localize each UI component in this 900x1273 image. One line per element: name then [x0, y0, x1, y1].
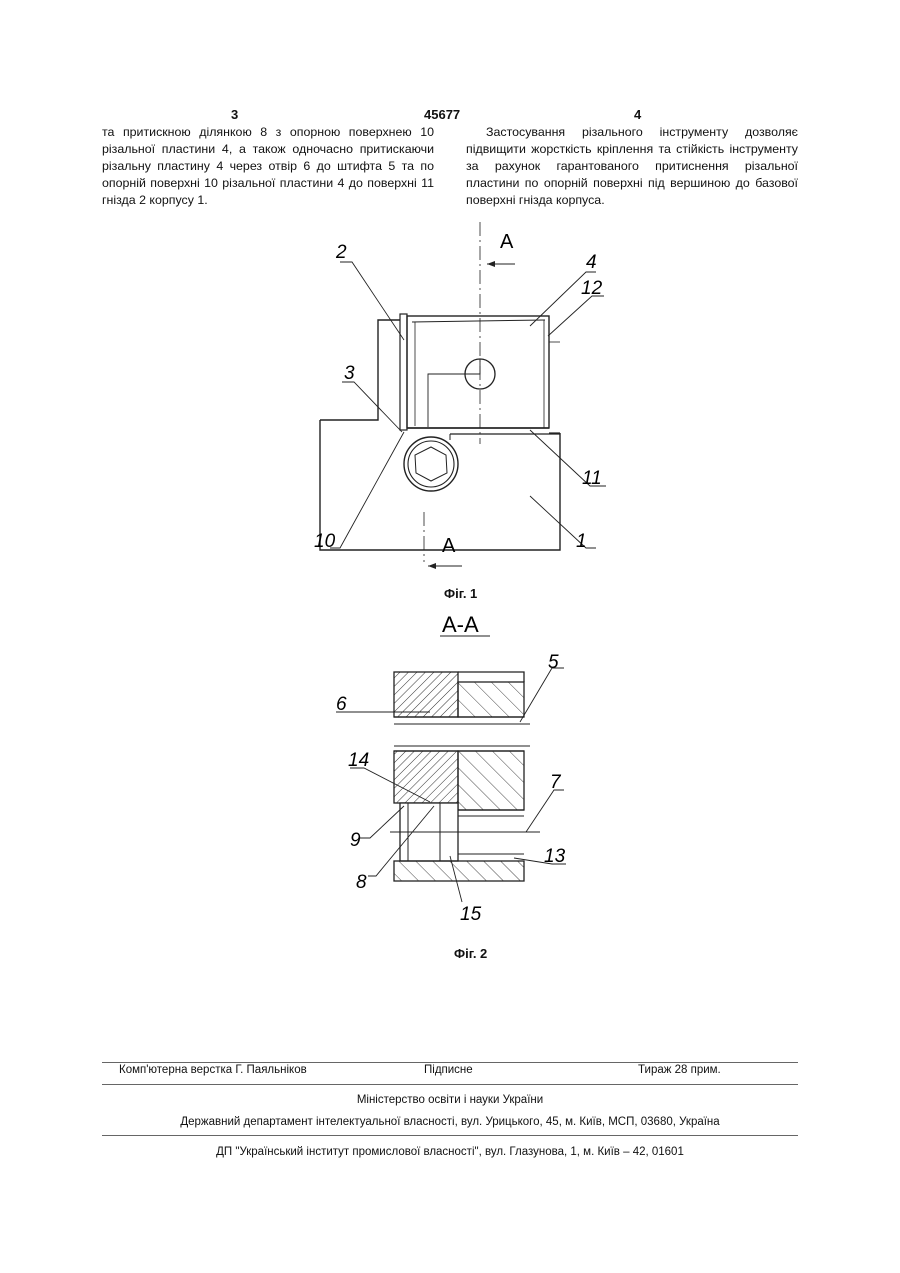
fig1-label-3: 3: [344, 363, 355, 384]
fig1-label-11: 11: [582, 468, 602, 489]
fig2-label-9: 9: [350, 830, 361, 851]
fig2-label-7: 7: [550, 772, 562, 793]
section-mark-top: А: [500, 231, 514, 253]
footer-layout: Комп'ютерна верстка Г. Паяльніков: [119, 1064, 307, 1076]
footer-institute: ДП "Український інститут промислової вла…: [102, 1146, 798, 1158]
left-column: та притискною ділянкою 8 з опорною повер…: [102, 124, 434, 209]
section-mark-bottom: А: [442, 535, 456, 557]
footer-divider-2: [102, 1084, 798, 1085]
footer-department: Державний департамент інтелектуальної вл…: [102, 1116, 798, 1128]
figure-2-drawing: А-А 5 6 14 7 9 13 8 15: [330, 606, 590, 936]
figure-1-caption: Фіг. 1: [444, 586, 477, 601]
fig2-label-5: 5: [548, 652, 559, 673]
right-column: Застосування різального інструменту дозв…: [466, 124, 798, 209]
fig1-label-10: 10: [314, 531, 336, 552]
fig2-label-6: 6: [336, 694, 347, 715]
fig2-label-13: 13: [544, 846, 566, 867]
left-page-number: 3: [231, 107, 238, 122]
left-column-text: та притискною ділянкою 8 з опорною повер…: [102, 124, 434, 209]
fig1-label-12: 12: [581, 278, 603, 299]
footer-divider-1: [102, 1062, 798, 1063]
right-column-text: Застосування різального інструменту дозв…: [466, 124, 798, 209]
figure-2-caption: Фіг. 2: [454, 946, 487, 961]
footer-signed: Підписне: [424, 1064, 473, 1076]
fig2-label-8: 8: [356, 872, 367, 893]
fig2-label-14: 14: [348, 750, 369, 771]
fig1-label-4: 4: [586, 252, 597, 273]
patent-number: 45677: [424, 107, 460, 122]
figure-1-drawing: А А 2 4 12 3 11 10 1: [290, 222, 620, 582]
fig1-label-2: 2: [335, 242, 347, 263]
right-page-number: 4: [634, 107, 641, 122]
fig1-label-1: 1: [576, 531, 587, 552]
footer-divider-3: [102, 1135, 798, 1136]
fig2-label-15: 15: [460, 904, 482, 925]
footer-circulation: Тираж 28 прим.: [638, 1064, 721, 1076]
section-title: А-А: [442, 612, 479, 637]
footer-ministry: Міністерство освіти і науки України: [102, 1094, 798, 1106]
